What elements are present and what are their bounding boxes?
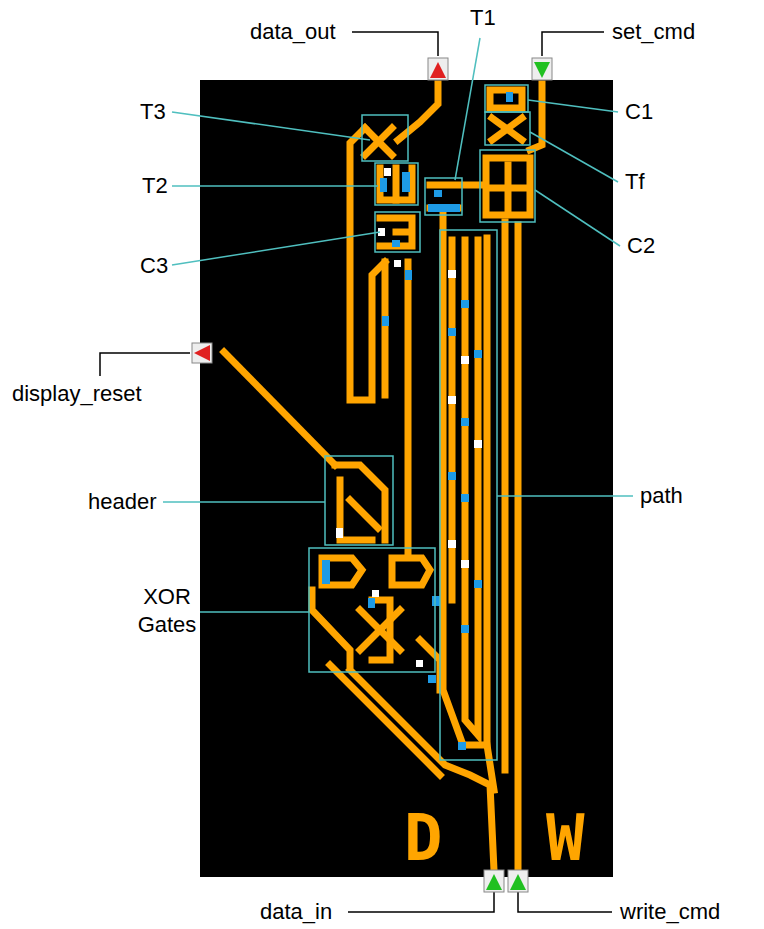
part-label: T3: [140, 98, 166, 126]
port-label: set_cmd: [612, 18, 695, 46]
part-label: path: [640, 482, 683, 510]
port-label: display_reset: [12, 380, 142, 408]
pixel-letter: W: [546, 806, 585, 870]
part-label: header: [88, 488, 157, 516]
port-label: data_in: [260, 898, 332, 926]
port-label: data_out: [250, 18, 336, 46]
part-label: C3: [140, 252, 168, 280]
part-label: C2: [627, 232, 655, 260]
part-label: T2: [142, 172, 168, 200]
port-label: write_cmd: [620, 898, 720, 926]
part-label: XOR Gates: [134, 583, 200, 638]
part-label: T1: [470, 4, 496, 32]
part-label: C1: [625, 98, 653, 126]
part-label: Tf: [625, 168, 645, 196]
pixel-letter: D: [404, 806, 443, 870]
